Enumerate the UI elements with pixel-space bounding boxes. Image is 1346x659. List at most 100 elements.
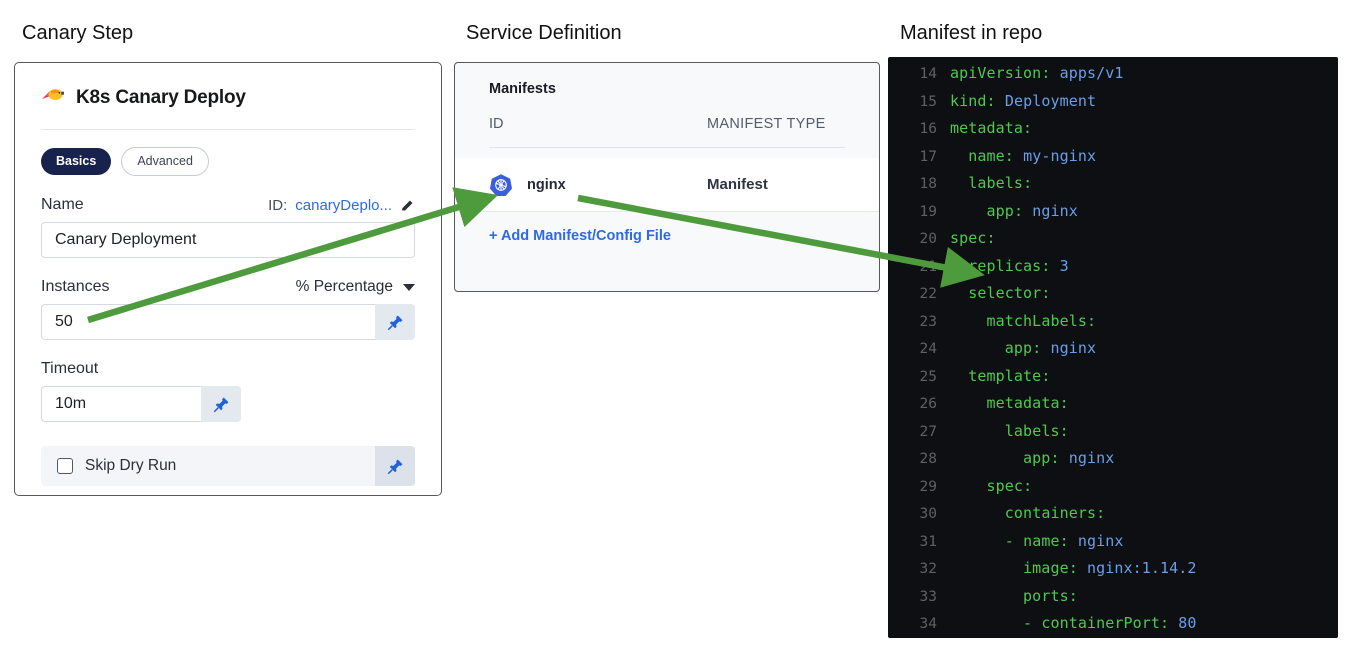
- instances-pin-button[interactable]: [375, 304, 415, 340]
- canary-step-card: K8s Canary Deploy Basics Advanced Name I…: [14, 62, 442, 496]
- name-input[interactable]: Canary Deployment: [41, 222, 415, 258]
- code-text: replicas: 3: [968, 256, 1069, 275]
- code-line: 24 app: nginx: [888, 339, 1338, 367]
- chevron-down-icon: [403, 283, 415, 291]
- line-number: 33: [919, 588, 937, 605]
- manifests-table-header: ID MANIFEST TYPE: [489, 113, 845, 135]
- timeout-input[interactable]: 10m: [41, 386, 201, 422]
- pushpin-icon: [213, 396, 230, 413]
- manifest-id-value: nginx: [527, 176, 566, 193]
- skip-dry-run-checkbox[interactable]: [57, 458, 73, 474]
- line-number: 23: [919, 313, 937, 330]
- code-text: metadata:: [950, 119, 1033, 137]
- code-line: 34 - containerPort: 80: [888, 614, 1338, 638]
- card-header: K8s Canary Deploy: [15, 63, 441, 110]
- code-text: - name: nginx: [1004, 531, 1124, 550]
- code-text: spec:: [950, 229, 996, 247]
- name-label: Name: [41, 196, 84, 213]
- code-line: 14 apiVersion: apps/v1: [888, 64, 1338, 92]
- table-header-divider: [489, 147, 845, 148]
- skip-dry-run-control[interactable]: Skip Dry Run: [41, 457, 176, 475]
- timeout-pin-button[interactable]: [201, 386, 241, 422]
- code-line: 21 replicas: 3: [888, 257, 1338, 285]
- code-text: selector:: [968, 284, 1051, 302]
- tab-basics[interactable]: Basics: [41, 148, 112, 175]
- code-text: app: nginx: [1004, 339, 1097, 357]
- line-number: 31: [919, 533, 937, 550]
- line-number: 18: [919, 176, 937, 192]
- code-text: name: my-nginx: [968, 146, 1097, 165]
- code-text: image: nginx:1.14.2: [1023, 559, 1197, 577]
- code-text: apiVersion: apps/v1: [950, 64, 1124, 82]
- code-line: 20 spec:: [888, 229, 1338, 257]
- pushpin-icon: [387, 458, 404, 475]
- code-text: matchLabels:: [986, 311, 1097, 330]
- code-text: - containerPort: 80: [1023, 614, 1197, 632]
- code-text: app: nginx: [986, 201, 1078, 220]
- code-line: 19 app: nginx: [888, 202, 1338, 230]
- code-text: app: nginx: [1023, 449, 1115, 467]
- instances-input-wrap: 50: [41, 304, 415, 340]
- skip-dry-run-pin-button[interactable]: [375, 446, 415, 486]
- code-line: 31 - name: nginx: [888, 532, 1338, 560]
- line-number: 25: [919, 368, 937, 385]
- code-text: labels:: [968, 174, 1033, 192]
- code-line: 30 containers:: [888, 504, 1338, 532]
- step-id-value[interactable]: canaryDeplo...: [295, 196, 392, 214]
- code-line: 29 spec:: [888, 477, 1338, 505]
- manifest-type-value: Manifest: [707, 176, 768, 193]
- line-number: 21: [919, 258, 937, 275]
- code-line: 27 labels:: [888, 422, 1338, 450]
- instances-label-row: Instances % Percentage: [41, 277, 415, 297]
- card-body: Basics Advanced Name ID: canaryDeplo...: [15, 130, 441, 486]
- pushpin-icon: [387, 314, 404, 331]
- code-line: 18 labels:: [888, 174, 1338, 202]
- code-text: labels:: [1004, 421, 1069, 440]
- skip-dry-run-label: Skip Dry Run: [85, 457, 177, 474]
- tab-advanced[interactable]: Advanced: [121, 147, 209, 176]
- card-title: K8s Canary Deploy: [76, 86, 246, 108]
- id-prefix-label: ID:: [268, 196, 288, 214]
- line-number: 34: [919, 616, 937, 632]
- code-line: 23 matchLabels:: [888, 312, 1338, 340]
- line-number: 29: [919, 478, 937, 495]
- name-input-wrap: Canary Deployment: [41, 222, 415, 258]
- line-number: 26: [919, 396, 937, 412]
- code-text: metadata:: [986, 394, 1069, 412]
- code-line: 26 metadata:: [888, 394, 1338, 422]
- code-line: 22 selector:: [888, 284, 1338, 312]
- line-number: 20: [919, 231, 937, 247]
- code-line: 32 image: nginx:1.14.2: [888, 559, 1338, 587]
- timeout-label: Timeout: [41, 360, 99, 377]
- line-number: 32: [919, 561, 937, 577]
- column-header-manifest-type: MANIFEST TYPE: [707, 116, 826, 132]
- pencil-icon[interactable]: [400, 198, 415, 213]
- code-text: ports:: [1023, 586, 1078, 605]
- table-row[interactable]: nginx Manifest: [455, 158, 879, 212]
- step-id-block: ID: canaryDeplo...: [268, 197, 415, 214]
- manifests-section: Manifests ID MANIFEST TYPE: [455, 63, 879, 244]
- line-number: 14: [919, 66, 937, 82]
- skip-dry-run-row: Skip Dry Run: [41, 446, 415, 486]
- line-number: 15: [919, 93, 937, 110]
- timeout-label-row: Timeout: [41, 359, 415, 379]
- caption-canary-step: Canary Step: [22, 22, 134, 44]
- service-definition-card: Manifests ID MANIFEST TYPE: [454, 62, 880, 292]
- line-number: 16: [919, 121, 937, 137]
- timeout-input-wrap: 10m: [41, 386, 241, 422]
- manifests-title: Manifests: [489, 81, 556, 97]
- instances-input[interactable]: 50: [41, 304, 375, 340]
- line-number: 30: [919, 506, 937, 522]
- header-divider: [41, 129, 415, 130]
- line-number: 27: [919, 423, 937, 440]
- code-line: 25 template:: [888, 367, 1338, 395]
- add-manifest-link[interactable]: + Add Manifest/Config File: [489, 228, 671, 244]
- canary-bird-icon: [41, 85, 65, 110]
- instances-label: Instances: [41, 278, 110, 295]
- instances-unit-select[interactable]: % Percentage: [296, 278, 415, 296]
- code-line: 28 app: nginx: [888, 449, 1338, 477]
